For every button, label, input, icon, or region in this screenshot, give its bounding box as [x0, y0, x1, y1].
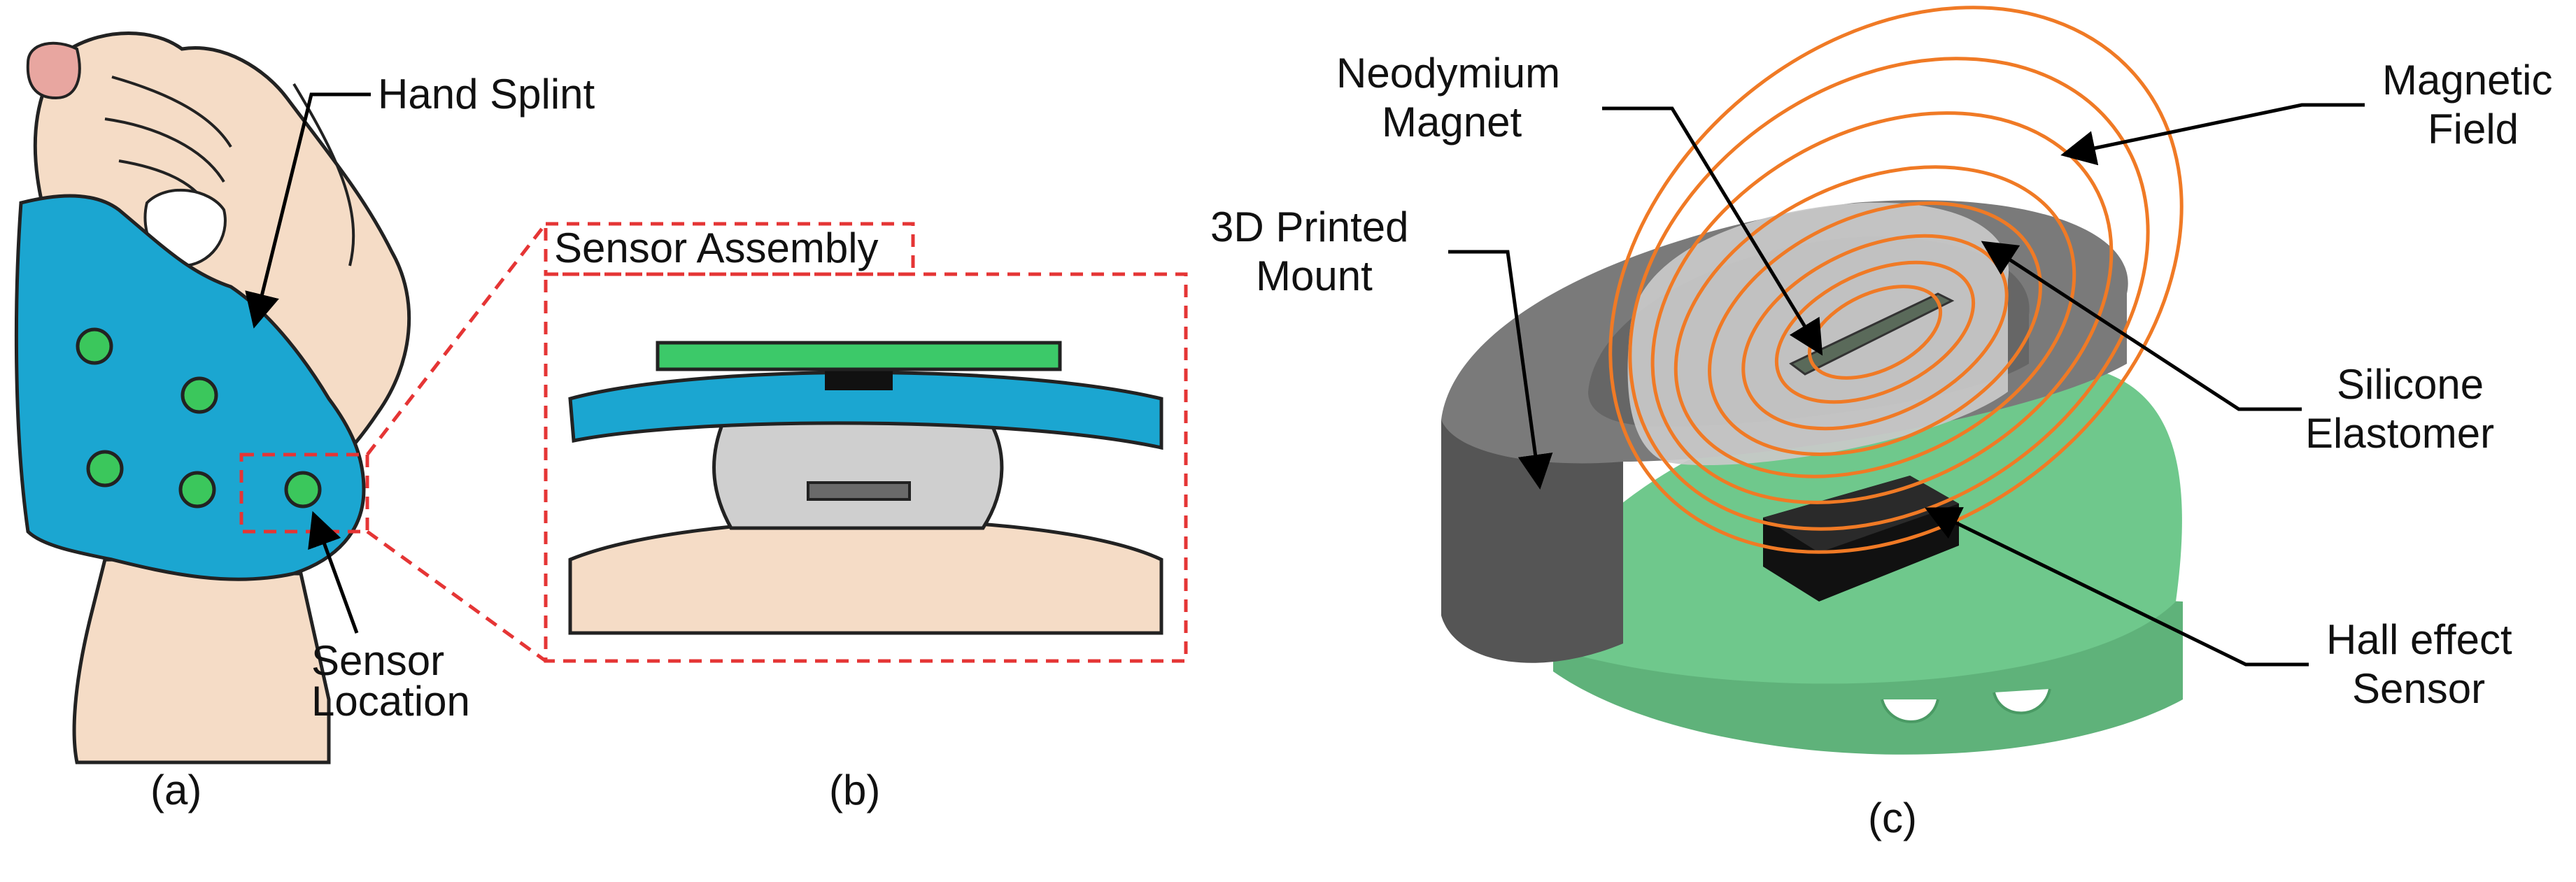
- sensor-location-box: [239, 453, 369, 534]
- label-hand-splint: Hand Splint: [378, 71, 595, 118]
- panel-a: Hand Splint Sensor Location (a): [14, 31, 595, 813]
- assembly-title-box: [544, 222, 915, 276]
- silicone-section: [712, 414, 1004, 530]
- label-mount-line2: Mount: [1256, 252, 1373, 299]
- label-silicone-line1: Silicone: [2337, 361, 2484, 408]
- finger-crease-1: [111, 76, 232, 148]
- base-notch: [1881, 699, 1939, 723]
- assembly-title: Sensor Assembly: [554, 225, 879, 271]
- panel-c: Neodymium Magnet Magnetic Field 3D Print…: [1210, 6, 2552, 841]
- zoom-line-bottom: [366, 529, 547, 663]
- leader-sensor-location: [308, 511, 359, 634]
- label-sensor-line2: Location: [311, 678, 470, 725]
- label-sensor-line1: Sensor: [311, 637, 444, 684]
- sensor-dot: [76, 327, 113, 365]
- leader-field: [2060, 103, 2365, 166]
- label-mount-line1: 3D Printed: [1210, 204, 1408, 250]
- caption-c: (c): [1868, 795, 1917, 841]
- leader-magnet: [1602, 106, 1823, 356]
- base-notch: [1993, 688, 2051, 715]
- label-hall-line2: Sensor: [2352, 665, 2485, 712]
- sensor-dot-highlighted: [284, 471, 322, 508]
- leader-silicone: [1981, 241, 2302, 411]
- label-field-line2: Field: [2428, 106, 2519, 152]
- zoom-line-top: [366, 222, 547, 456]
- label-magnet-line2: Magnet: [1382, 99, 1522, 145]
- label-silicone-line2: Elastomer: [2305, 410, 2494, 457]
- mount-side: [1441, 420, 1623, 663]
- label-field-line1: Magnetic: [2382, 57, 2552, 104]
- hall-sensor-top: [1763, 476, 1959, 553]
- sensor-dot: [178, 471, 216, 508]
- magnetic-field-lines: [1608, 6, 2184, 554]
- finger-crease-2: [104, 118, 225, 183]
- sensor-dot: [181, 376, 218, 414]
- magnet-section: [807, 481, 911, 501]
- label-hall-line1: Hall effect: [2326, 616, 2512, 663]
- panel-b: Sensor Assembly (b): [366, 222, 1188, 813]
- fingernail: [26, 41, 81, 100]
- leader-hall: [1925, 507, 2309, 667]
- skin-section: [568, 518, 1163, 635]
- caption-a: (a): [150, 767, 201, 813]
- caption-b: (b): [829, 767, 880, 813]
- pcb-board: [656, 341, 1062, 371]
- label-magnet-line1: Neodymium: [1336, 50, 1560, 97]
- magnet-bar: [1789, 292, 1955, 376]
- splint-strip: [568, 371, 1163, 450]
- leader-hand-splint: [245, 92, 371, 329]
- leader-mount: [1448, 250, 1553, 490]
- forearm: [72, 557, 331, 764]
- sensor-dot: [86, 450, 124, 488]
- assembly-box: [544, 272, 1188, 663]
